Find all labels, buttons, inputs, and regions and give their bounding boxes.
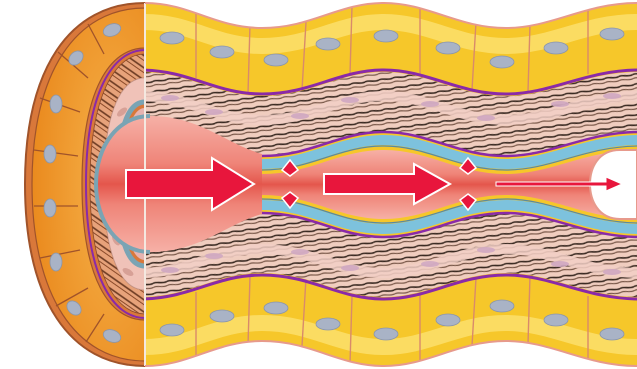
peristalsis-diagram [0,0,637,369]
diagram-canvas [0,0,637,369]
